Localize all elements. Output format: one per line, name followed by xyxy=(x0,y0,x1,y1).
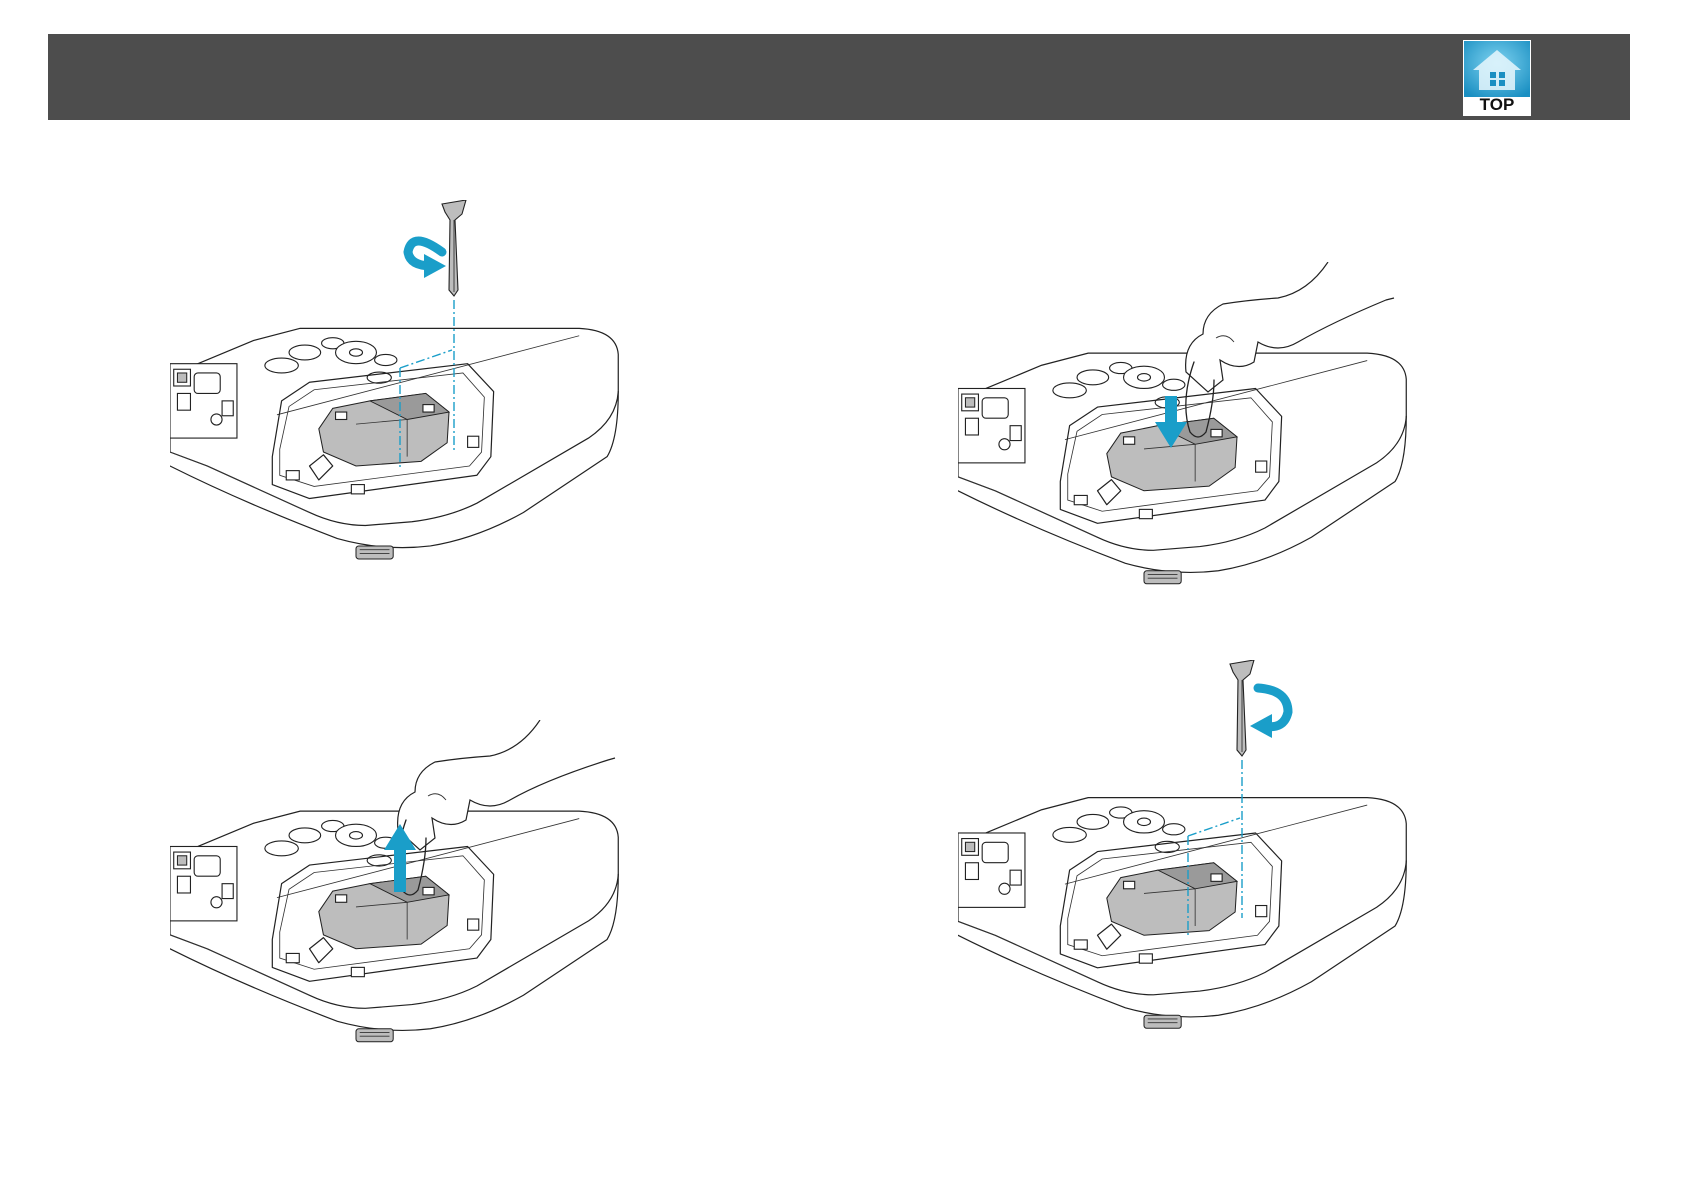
figure-insert-new-lamp xyxy=(958,262,1438,637)
top-button[interactable]: TOP xyxy=(1463,40,1531,116)
figure-pull-out-lamp xyxy=(170,720,650,1095)
figure-loosen-lamp-screws xyxy=(170,200,650,615)
page-header xyxy=(48,34,1630,120)
counterclockwise-arrow-icon xyxy=(408,241,446,278)
screwdriver-icon xyxy=(1230,660,1254,756)
top-button-label: TOP xyxy=(1463,95,1531,115)
hand-icon xyxy=(398,720,615,895)
screwdriver-icon xyxy=(442,200,466,296)
figure-tighten-lamp-screws xyxy=(958,660,1438,1085)
hand-icon xyxy=(1186,262,1394,437)
clockwise-arrow-icon xyxy=(1250,688,1288,738)
